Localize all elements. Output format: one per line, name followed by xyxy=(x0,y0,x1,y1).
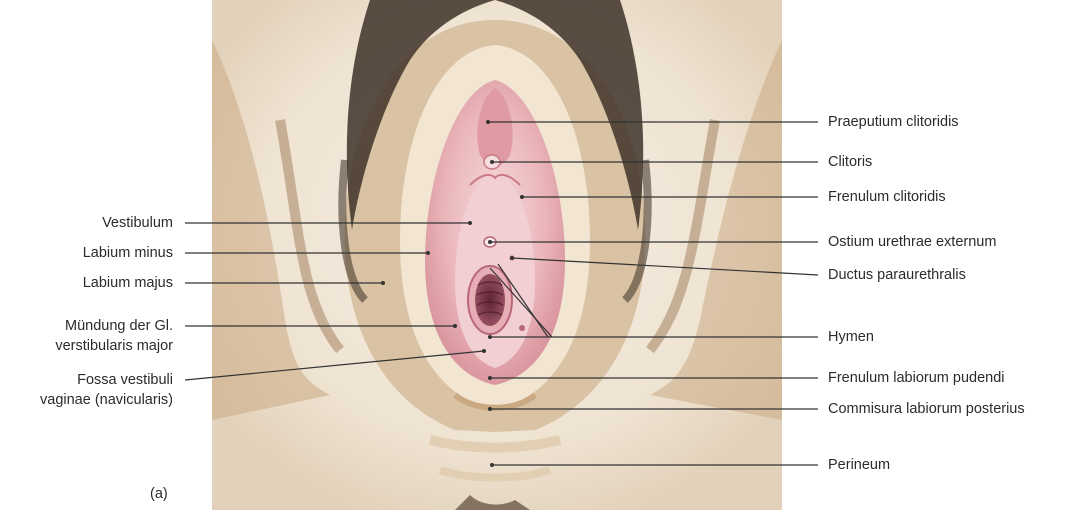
label-muendung-line1: Mündung der Gl. xyxy=(65,317,173,335)
label-perineum: Perineum xyxy=(828,456,890,474)
label-hymen: Hymen xyxy=(828,328,874,346)
label-vestibulum: Vestibulum xyxy=(102,214,173,232)
label-frenulum-labiorum: Frenulum labiorum pudendi xyxy=(828,369,1005,387)
label-commisura: Commisura labiorum posterius xyxy=(828,400,1025,418)
label-fossa-line2: vaginae (navicularis) xyxy=(40,391,173,409)
label-ostium: Ostium urethrae externum xyxy=(828,233,996,251)
vestibular-gland-opening xyxy=(519,325,525,331)
label-praeputium: Praeputium clitoridis xyxy=(828,113,959,131)
label-fossa-line1: Fossa vestibuli xyxy=(77,371,173,389)
label-muendung-line2: verstibularis major xyxy=(55,337,173,355)
label-frenulum-clitoridis: Frenulum clitoridis xyxy=(828,188,946,206)
label-labium-minus: Labium minus xyxy=(83,244,173,262)
figure-label: (a) xyxy=(150,486,168,502)
label-ductus: Ductus paraurethralis xyxy=(828,266,966,284)
label-labium-majus: Labium majus xyxy=(83,274,173,292)
label-clitoris: Clitoris xyxy=(828,153,872,171)
